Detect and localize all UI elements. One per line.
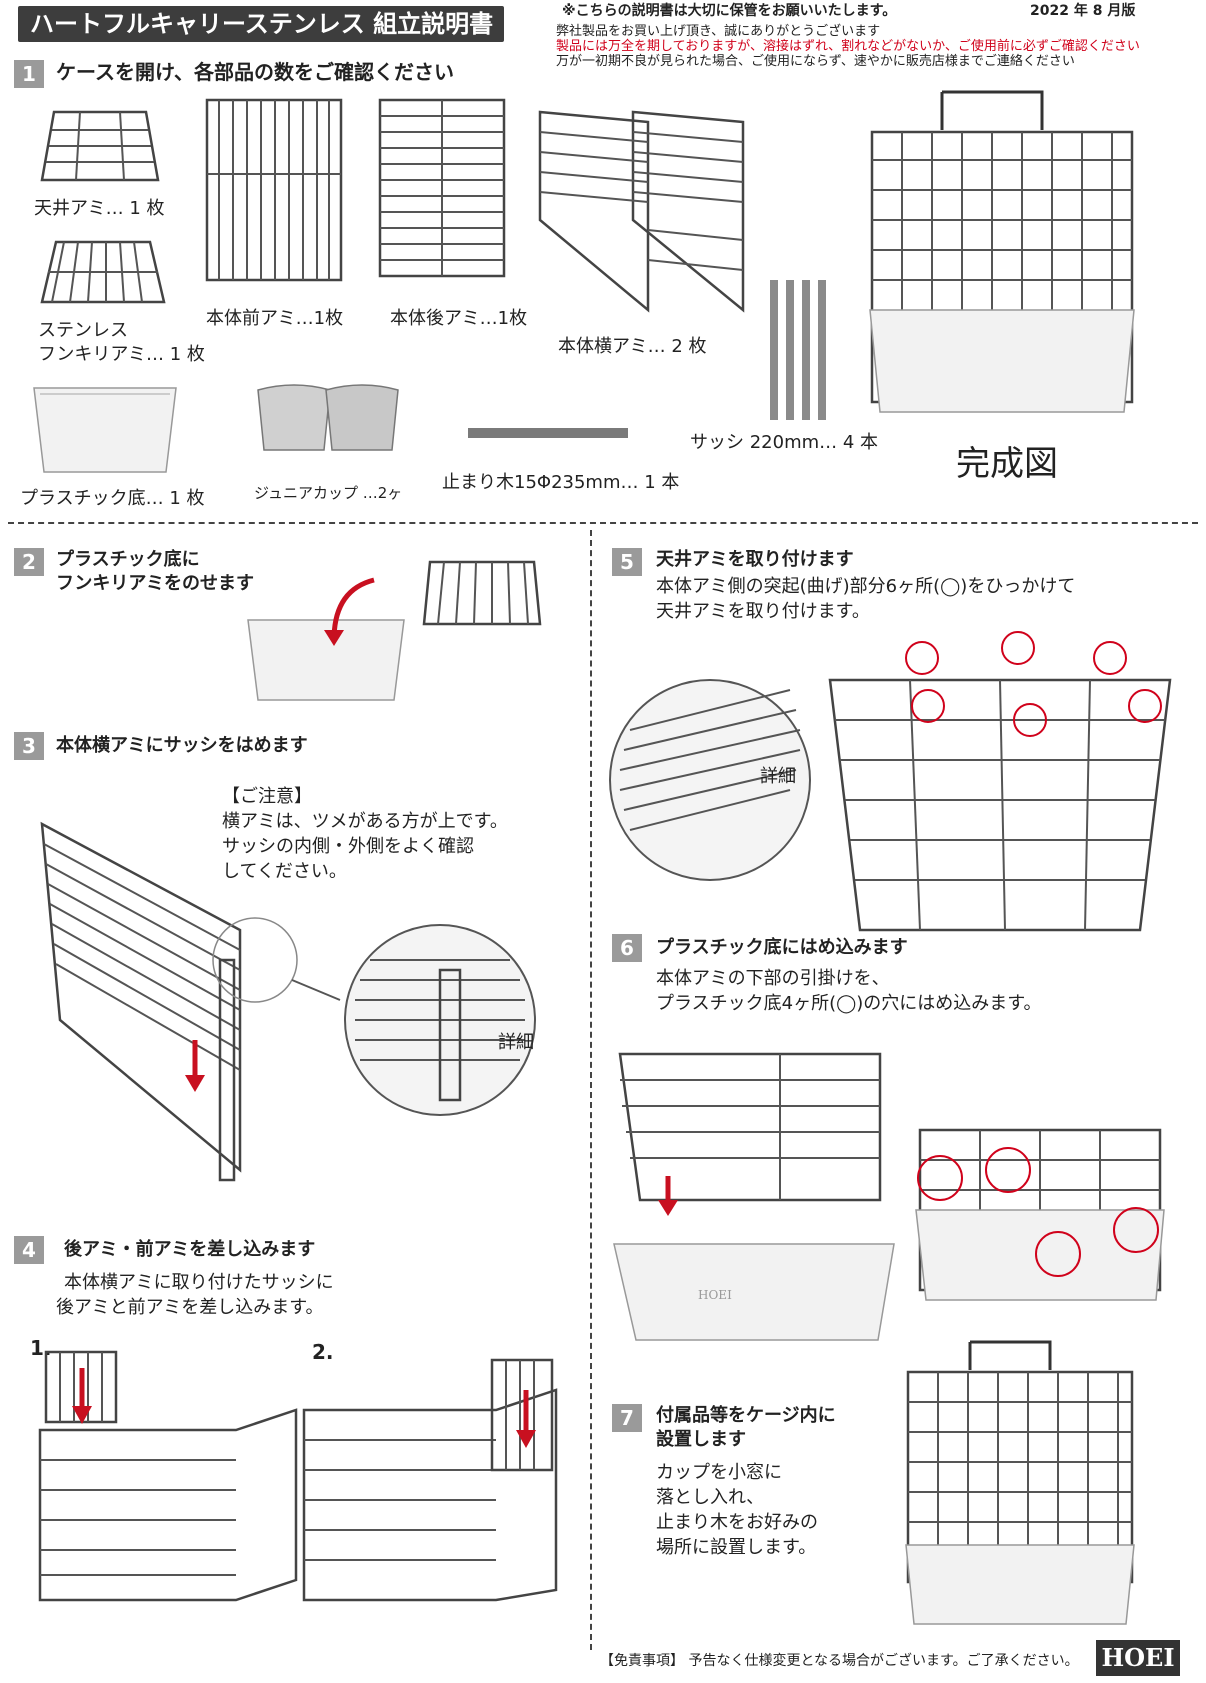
step-3-caution-title: 【ご注意】: [222, 786, 312, 807]
step-5-body-2: 天井アミを取り付けます。: [656, 601, 870, 622]
step-4-body-1: 本体横アミに取り付けたサッシに: [64, 1272, 334, 1293]
step-3-caution-3: してください。: [222, 861, 347, 882]
part-cup-label: ジュニアカップ …2ヶ: [254, 484, 403, 502]
part-back-label: 本体後アミ…1枚: [390, 308, 528, 329]
step-3-caution-2: サッシの内側・外側をよく確認: [222, 836, 474, 857]
junior-cup-image: [257, 384, 399, 451]
footer-disclaimer: 【免責事項】 予告なく仕様変更となる場合がございます。ご了承ください。: [600, 1653, 1079, 1669]
part-ceiling-label: 天井アミ… 1 枚: [34, 198, 165, 219]
step-7-body-1: カップを小窓に: [656, 1462, 782, 1483]
step-4-sub-2: 2.: [312, 1340, 334, 1364]
step-2-badge: 2: [14, 548, 44, 576]
step-7-badge: 7: [612, 1404, 642, 1432]
hoei-logo: HOEI: [1096, 1640, 1180, 1676]
ceiling-mesh-image: [40, 110, 160, 182]
step-2-title-2: フンキリアミをのせます: [56, 573, 254, 594]
step-6-body-2: プラスチック底4ヶ所(◯)の穴にはめ込みます。: [656, 993, 1042, 1014]
step-7-body-2: 落とし入れ、: [656, 1487, 765, 1508]
step-5-title: 天井アミを取り付けます: [656, 549, 854, 570]
notice-defect: 万が一初期不良が見られた場合、ご使用にならず、速やかに販売店様までご連絡ください: [556, 54, 1075, 69]
step-3-illustration: [40, 821, 536, 1182]
step-7-body-3: 止まり木をお好みの: [656, 1512, 818, 1533]
tray-brand-mark: HOEI: [698, 1288, 732, 1302]
step-5-illustration: [609, 631, 1172, 932]
part-front-label: 本体前アミ…1枚: [206, 308, 344, 329]
step-6-illustration: [613, 1052, 1165, 1341]
section-divider-horizontal: [8, 522, 1198, 524]
step-7-cage-image: [905, 1340, 1135, 1625]
step-7-title-1: 付属品等をケージ内に: [656, 1405, 836, 1426]
step-5-badge: 5: [612, 548, 642, 576]
step-7-body-4: 場所に設置します。: [656, 1537, 817, 1558]
part-tray-label: プラスチック底… 1 枚: [20, 488, 205, 509]
step-5-body-1: 本体アミ側の突起(曲げ)部分6ヶ所(◯)をひっかけて: [656, 576, 1076, 597]
step-2-title-1: プラスチック底に: [56, 549, 200, 570]
part-floor-label-1: ステンレス: [38, 320, 128, 341]
step-2-illustration: [247, 560, 542, 701]
step-3-title: 本体横アミにサッシをはめます: [56, 735, 308, 756]
part-floor-label-2: フンキリアミ… 1 枚: [38, 344, 205, 365]
edition-date: 2022 年 8 月版: [1030, 3, 1136, 19]
part-side-label: 本体横アミ… 2 枚: [558, 336, 707, 357]
side-mesh-image: [538, 110, 745, 313]
floor-mesh-image: [40, 240, 166, 304]
step-6-title: プラスチック底にはめ込みます: [656, 937, 908, 958]
part-sash-label: サッシ 220mm… 4 本: [690, 432, 879, 453]
section-divider-vertical: [590, 530, 592, 1650]
front-mesh-image: [205, 98, 343, 282]
step-4-title: 後アミ・前アミを差し込みます: [64, 1239, 316, 1260]
notice-thanks: 弊社製品をお買い上げ頂き、誠にありがとうございます: [556, 24, 881, 39]
sash-image: [770, 280, 826, 420]
step-4-badge: 4: [14, 1236, 44, 1264]
step-3-badge: 3: [14, 732, 44, 760]
step-4-body-2: 後アミと前アミを差し込みます。: [56, 1297, 324, 1318]
completed-cage-image: [869, 90, 1135, 413]
notice-warning: 製品には万全を期しておりますが、溶接はずれ、割れなどがないか、ご使用前に必ずご確…: [556, 39, 1140, 54]
step-7-title-2: 設置します: [656, 1429, 746, 1450]
step-5-detail-label: 詳細: [760, 766, 796, 787]
perch-image: [468, 428, 628, 438]
step-1-badge: 1: [14, 60, 44, 88]
completed-label: 完成図: [956, 444, 1058, 484]
document-title: ハートフルキャリーステンレス 組立説明書: [18, 6, 504, 42]
plastic-tray-image: [33, 387, 177, 473]
back-mesh-image: [378, 98, 506, 278]
notice-main: ※こちらの説明書は大切に保管をお願いいたします。: [562, 3, 897, 19]
step-3-caution-1: 横アミは、ツメがある方が上です。: [222, 811, 508, 832]
step-3-detail-label: 詳細: [498, 1032, 534, 1053]
part-perch-label: 止まり木15Φ235mm… 1 本: [442, 472, 680, 493]
step-6-body-1: 本体アミの下部の引掛けを、: [656, 968, 890, 989]
step-4-illustration: [38, 1350, 558, 1602]
step-6-badge: 6: [612, 934, 642, 962]
step-1-title: ケースを開け、各部品の数をご確認ください: [56, 60, 454, 84]
